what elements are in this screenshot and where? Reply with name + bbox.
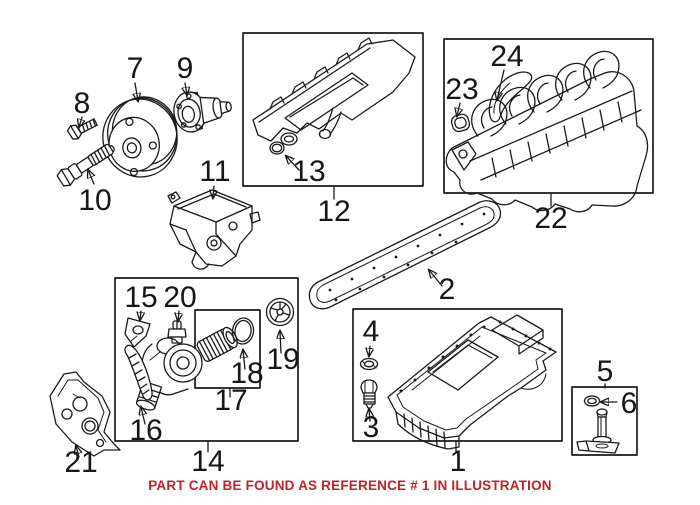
o-ring-18-drawing xyxy=(231,317,255,345)
pan-gasket-drawing xyxy=(308,200,502,310)
callout-ticks xyxy=(207,186,606,454)
callout-23: 23 xyxy=(445,73,478,106)
callout-19: 19 xyxy=(266,343,299,376)
box-valve-cover-group xyxy=(242,32,424,187)
callout-7: 7 xyxy=(127,52,144,85)
callout-14: 14 xyxy=(191,445,224,478)
bracket-15-drawing xyxy=(124,317,151,348)
manifold-runners xyxy=(471,50,620,137)
callout-1: 1 xyxy=(450,445,467,478)
callout-12: 12 xyxy=(317,195,350,228)
callout-21: 21 xyxy=(64,446,97,479)
box-oil-pan-group xyxy=(352,308,563,442)
callout-16: 16 xyxy=(129,414,162,447)
o-ring-13-drawing xyxy=(269,141,285,155)
oil-pump-drawing xyxy=(167,189,261,270)
callout-2: 2 xyxy=(439,273,456,306)
box-intake-manifold-group xyxy=(443,38,654,194)
callout-20: 20 xyxy=(163,281,196,314)
group-boxes xyxy=(114,32,654,456)
seal-23-drawing xyxy=(450,113,471,133)
reference-caption: PART CAN BE FOUND AS REFERENCE # 1 IN IL… xyxy=(148,478,552,493)
callout-24: 24 xyxy=(490,40,523,73)
callout-17: 17 xyxy=(214,384,247,417)
callout-11: 11 xyxy=(199,155,230,188)
callout-8: 8 xyxy=(74,87,91,120)
hub-drawing xyxy=(173,91,232,133)
oil-filter-drawing xyxy=(196,326,238,362)
front-cover-drawing xyxy=(49,371,121,457)
filter-cap-19-drawing xyxy=(265,297,295,327)
callout-18: 18 xyxy=(230,357,263,390)
callout-5: 5 xyxy=(597,355,614,388)
callout-6: 6 xyxy=(621,387,638,420)
drain-plug-drawing xyxy=(360,379,378,409)
callout-22: 22 xyxy=(534,202,567,235)
callout-15: 15 xyxy=(124,281,157,314)
bolt-drawing-8 xyxy=(66,118,98,140)
callout-13: 13 xyxy=(292,155,325,188)
intake-manifold-drawing xyxy=(445,50,649,213)
callout-3: 3 xyxy=(363,411,380,444)
callout-labels: 7 8 9 10 11 12 13 2 22 23 24 15 20 16 14… xyxy=(64,40,637,479)
callout-4: 4 xyxy=(363,315,380,348)
callout-arrows xyxy=(76,69,618,458)
callout-9: 9 xyxy=(177,52,194,85)
o-ring-6-drawing xyxy=(583,395,601,407)
oil-pan-drawing xyxy=(387,314,557,450)
valve-cover-drawing xyxy=(252,37,416,146)
pulley-drawing xyxy=(102,96,178,178)
bolt-drawing-10 xyxy=(56,143,114,187)
callout-10: 10 xyxy=(78,184,111,217)
box-pump-filter-group xyxy=(114,277,299,442)
seal-4-drawing xyxy=(359,357,379,371)
level-sensor-drawing xyxy=(576,408,620,454)
belt-16-drawing xyxy=(124,344,153,401)
sensor-20-drawing xyxy=(167,320,187,344)
